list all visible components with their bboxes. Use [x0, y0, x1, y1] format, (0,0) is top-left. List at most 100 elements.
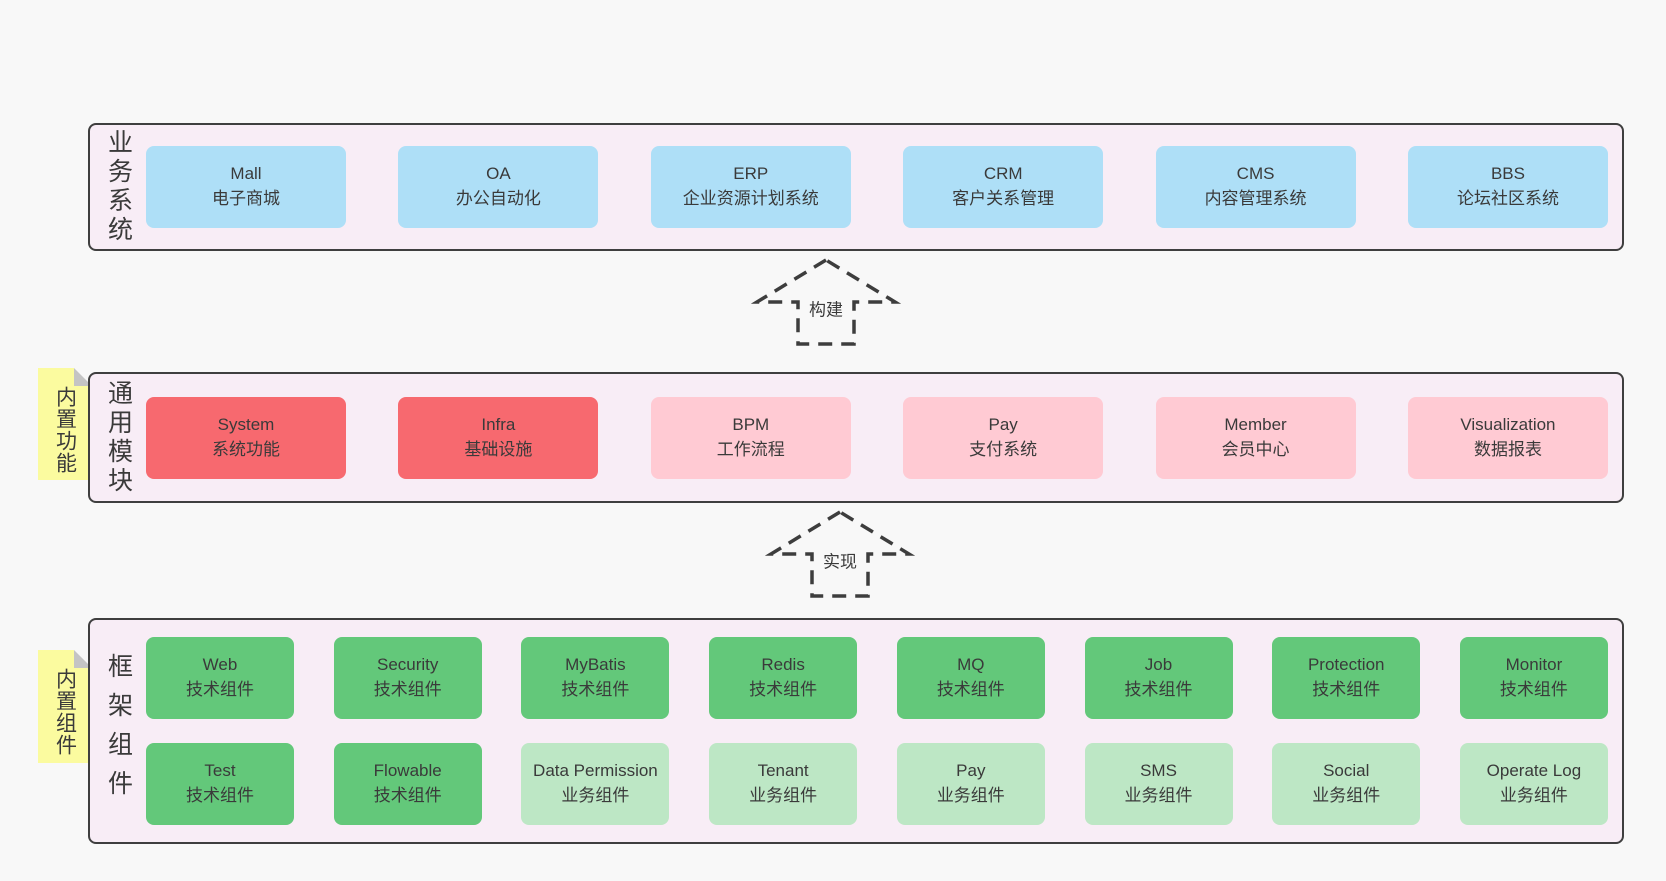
box-subtitle: 会员中心 [1221, 439, 1290, 459]
module-box: CMS 内容管理系统 [1155, 146, 1356, 228]
box-subtitle: 技术组件 [1124, 680, 1193, 699]
box-subtitle: 工作流程 [716, 439, 785, 459]
sticky-label: 内置功能 [53, 386, 77, 474]
component-box: Social 业务组件 [1272, 743, 1421, 825]
box-title: BPM [732, 414, 770, 434]
box-title: Pay [988, 414, 1018, 434]
module-box: OA 办公自动化 [398, 146, 599, 228]
box-subtitle: 技术组件 [186, 786, 254, 805]
box-subtitle: 基础设施 [464, 439, 533, 459]
box-title: Visualization [1460, 414, 1556, 434]
panel-title: 业务系统 [104, 129, 133, 245]
box-title: MyBatis [565, 655, 626, 675]
box-title: Protection [1307, 655, 1385, 675]
box-subtitle: 内容管理系统 [1204, 189, 1307, 208]
box-title: Redis [761, 655, 805, 675]
component-box: Data Permission 业务组件 [521, 743, 670, 825]
framework-components-boxes: Web 技术组件 Security 技术组件 MyBatis 技术组件 Redi… [146, 620, 1622, 842]
box-title: CRM [983, 164, 1023, 184]
up-arrow-dashed-icon [751, 257, 901, 346]
panel-label-column: 业务系统 [90, 125, 146, 249]
build-arrow: 构建 [751, 256, 901, 348]
component-box: Web 技术组件 [146, 637, 294, 719]
box-title: MQ [957, 655, 985, 675]
box-subtitle: 技术组件 [373, 786, 442, 805]
box-subtitle: 业务组件 [561, 786, 630, 805]
module-box: BPM 工作流程 [650, 396, 851, 479]
module-box: BBS 论坛社区系统 [1407, 146, 1608, 228]
arrow-label: 实现 [818, 546, 862, 574]
box-title: SMS [1140, 761, 1177, 781]
component-box: MyBatis 技术组件 [521, 637, 670, 719]
component-box: Monitor 技术组件 [1459, 637, 1608, 719]
box-subtitle: 技术组件 [936, 680, 1005, 699]
sticky-note-built-in-functions: 内置功能 [38, 368, 92, 480]
component-box: Pay 业务组件 [896, 743, 1045, 825]
box-subtitle: 企业资源计划系统 [682, 189, 819, 208]
module-box: System 系统功能 [146, 396, 346, 479]
module-box: Mall 电子商城 [146, 146, 346, 228]
framework-components-panel: 框架组件 Web 技术组件 Security 技术组件 MyBatis 技术组件… [88, 618, 1624, 844]
module-box: Pay 支付系统 [903, 396, 1104, 479]
component-box: Protection 技术组件 [1272, 637, 1421, 719]
component-box: SMS 业务组件 [1084, 743, 1233, 825]
box-subtitle: 数据报表 [1473, 439, 1542, 459]
box-subtitle: 技术组件 [1312, 680, 1381, 699]
module-box: Member 会员中心 [1155, 396, 1356, 479]
box-title: Flowable [373, 761, 442, 781]
box-title: System [217, 414, 275, 434]
common-modules-panel: 通用模块 System 系统功能 Infra 基础设施 BPM 工作流程 Pay… [88, 372, 1624, 503]
component-box: MQ 技术组件 [896, 637, 1045, 719]
box-title: CMS [1236, 164, 1275, 184]
component-box: Test 技术组件 [146, 743, 294, 825]
box-subtitle: 业务组件 [1499, 786, 1568, 805]
panel-title: 框架组件 [104, 653, 133, 809]
box-title: Job [1144, 655, 1173, 675]
panel-title: 通用模块 [104, 379, 133, 496]
box-subtitle: 技术组件 [373, 680, 442, 699]
box-title: Monitor [1505, 655, 1563, 675]
module-box: CRM 客户关系管理 [903, 146, 1104, 228]
up-arrow-dashed-icon [765, 509, 915, 598]
box-title: Security [376, 655, 439, 675]
box-title: Tenant [757, 761, 809, 781]
sticky-label: 内置组件 [53, 668, 77, 756]
box-subtitle: 支付系统 [969, 439, 1038, 459]
box-subtitle: 业务组件 [1124, 786, 1193, 805]
component-box: Operate Log 业务组件 [1459, 743, 1608, 825]
box-title: Test [204, 761, 236, 781]
box-subtitle: 论坛社区系统 [1456, 189, 1559, 208]
module-box: Visualization 数据报表 [1407, 396, 1608, 479]
box-subtitle: 技术组件 [1499, 680, 1568, 699]
component-box: Tenant 业务组件 [709, 743, 858, 825]
box-title: BBS [1490, 164, 1525, 184]
box-subtitle: 办公自动化 [455, 189, 541, 208]
box-title: OA [486, 164, 511, 184]
component-box: Job 技术组件 [1084, 637, 1233, 719]
box-title: Pay [956, 761, 986, 781]
panel-label-column: 框架组件 [90, 620, 146, 842]
box-subtitle: 业务组件 [936, 786, 1005, 805]
component-box: Redis 技术组件 [709, 637, 858, 719]
box-subtitle: 电子商城 [212, 189, 280, 208]
box-subtitle: 客户关系管理 [952, 189, 1055, 208]
arrow-label: 构建 [804, 294, 848, 322]
box-subtitle: 技术组件 [561, 680, 630, 699]
box-subtitle: 技术组件 [186, 680, 254, 699]
box-subtitle: 业务组件 [749, 786, 818, 805]
module-box: ERP 企业资源计划系统 [650, 146, 851, 228]
box-subtitle: 系统功能 [212, 439, 280, 459]
box-title: ERP [733, 164, 769, 184]
box-subtitle: 技术组件 [749, 680, 818, 699]
box-title: Social [1323, 761, 1370, 781]
box-title: Data Permission [533, 761, 658, 781]
business-systems-panel: 业务系统 Mall 电子商城 OA 办公自动化 ERP 企业资源计划系统 CRM… [88, 123, 1624, 251]
common-modules-boxes: System 系统功能 Infra 基础设施 BPM 工作流程 Pay 支付系统… [146, 374, 1622, 501]
component-box: Flowable 技术组件 [333, 743, 482, 825]
box-title: Member [1224, 414, 1287, 434]
implement-arrow: 实现 [765, 508, 915, 600]
box-title: Mall [230, 164, 262, 184]
box-title: Web [202, 655, 238, 675]
module-box: Infra 基础设施 [398, 396, 599, 479]
